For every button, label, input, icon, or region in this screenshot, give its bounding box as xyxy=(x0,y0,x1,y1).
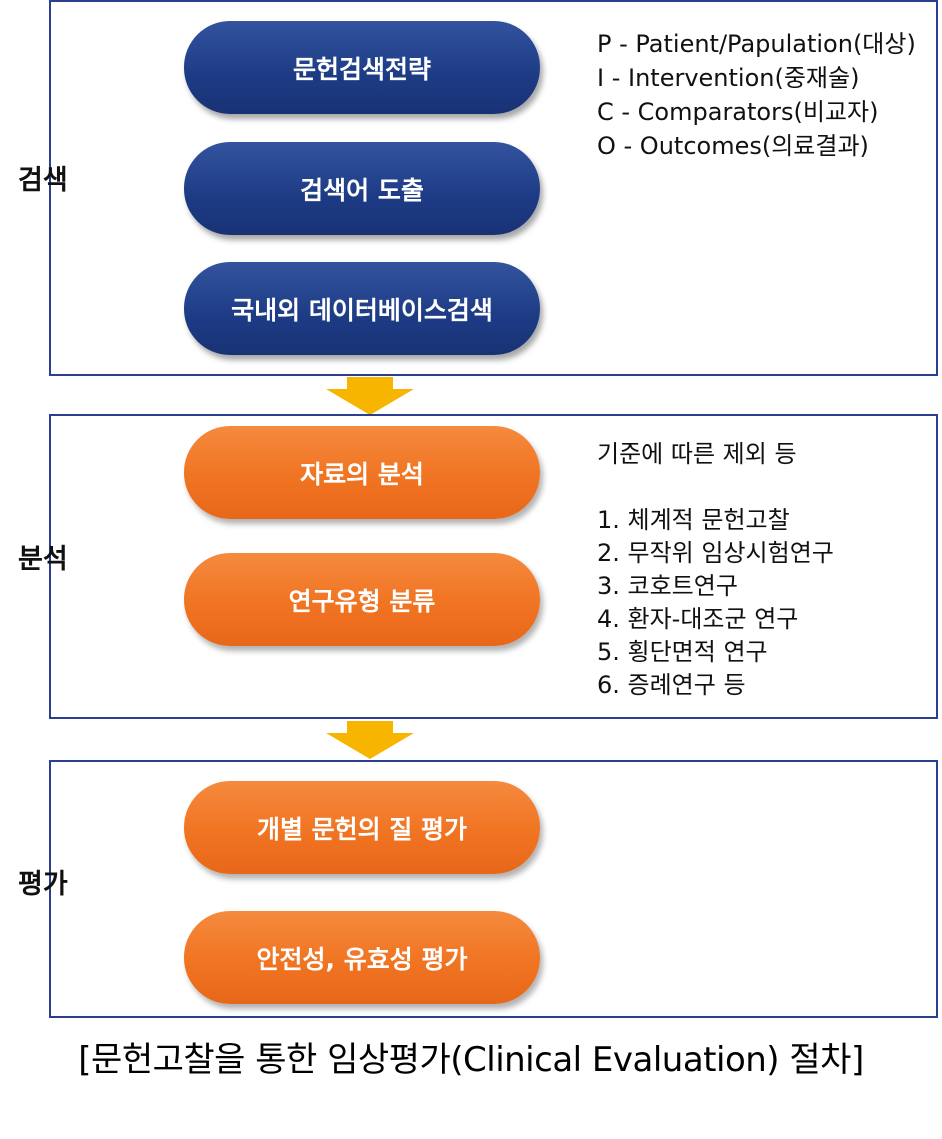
study-type-item: 2. 무작위 임상시험연구 xyxy=(597,539,834,567)
exclusion-heading: 기준에 따른 제외 등 xyxy=(597,440,797,468)
study-type-item: 3. 코호트연구 xyxy=(597,572,738,600)
step-quality-assessment: 개별 문헌의 질 평가 xyxy=(184,781,540,874)
analysis-section-label: 분석 xyxy=(18,544,68,575)
study-type-item: 1. 체계적 문헌고찰 xyxy=(597,506,790,534)
step-keyword-derivation: 검색어 도출 xyxy=(184,142,540,235)
step-study-type-classification: 연구유형 분류 xyxy=(184,553,540,646)
pico-note-c: C - Comparators(비교자) xyxy=(597,98,879,126)
step-search-strategy: 문헌검색전략 xyxy=(184,21,540,114)
pico-note-o: O - Outcomes(의료결과) xyxy=(597,132,869,160)
exclusion-notes: 기준에 따른 제외 등 1. 체계적 문헌고찰 2. 무작위 임상시험연구 3.… xyxy=(597,437,834,702)
pico-note-p: P - Patient/Papulation(대상) xyxy=(597,30,916,58)
search-section-label: 검색 xyxy=(18,165,68,196)
study-type-item: 6. 증례연구 등 xyxy=(597,671,746,699)
step-data-analysis: 자료의 분석 xyxy=(184,426,540,519)
down-arrow-icon xyxy=(326,721,414,759)
figure-caption: [문헌고찰을 통한 임상평가(Clinical Evaluation) 절차] xyxy=(78,1040,864,1080)
evaluation-section-label: 평가 xyxy=(18,869,68,900)
pico-notes: P - Patient/Papulation(대상) I - Intervent… xyxy=(597,27,916,163)
down-arrow-icon xyxy=(326,377,414,415)
study-type-item: 5. 횡단면적 연구 xyxy=(597,638,768,666)
step-safety-efficacy-assessment: 안전성, 유효성 평가 xyxy=(184,911,540,1004)
study-type-item: 4. 환자-대조군 연구 xyxy=(597,605,799,633)
pico-note-i: I - Intervention(중재술) xyxy=(597,64,860,92)
step-database-search: 국내외 데이터베이스검색 xyxy=(184,262,540,355)
